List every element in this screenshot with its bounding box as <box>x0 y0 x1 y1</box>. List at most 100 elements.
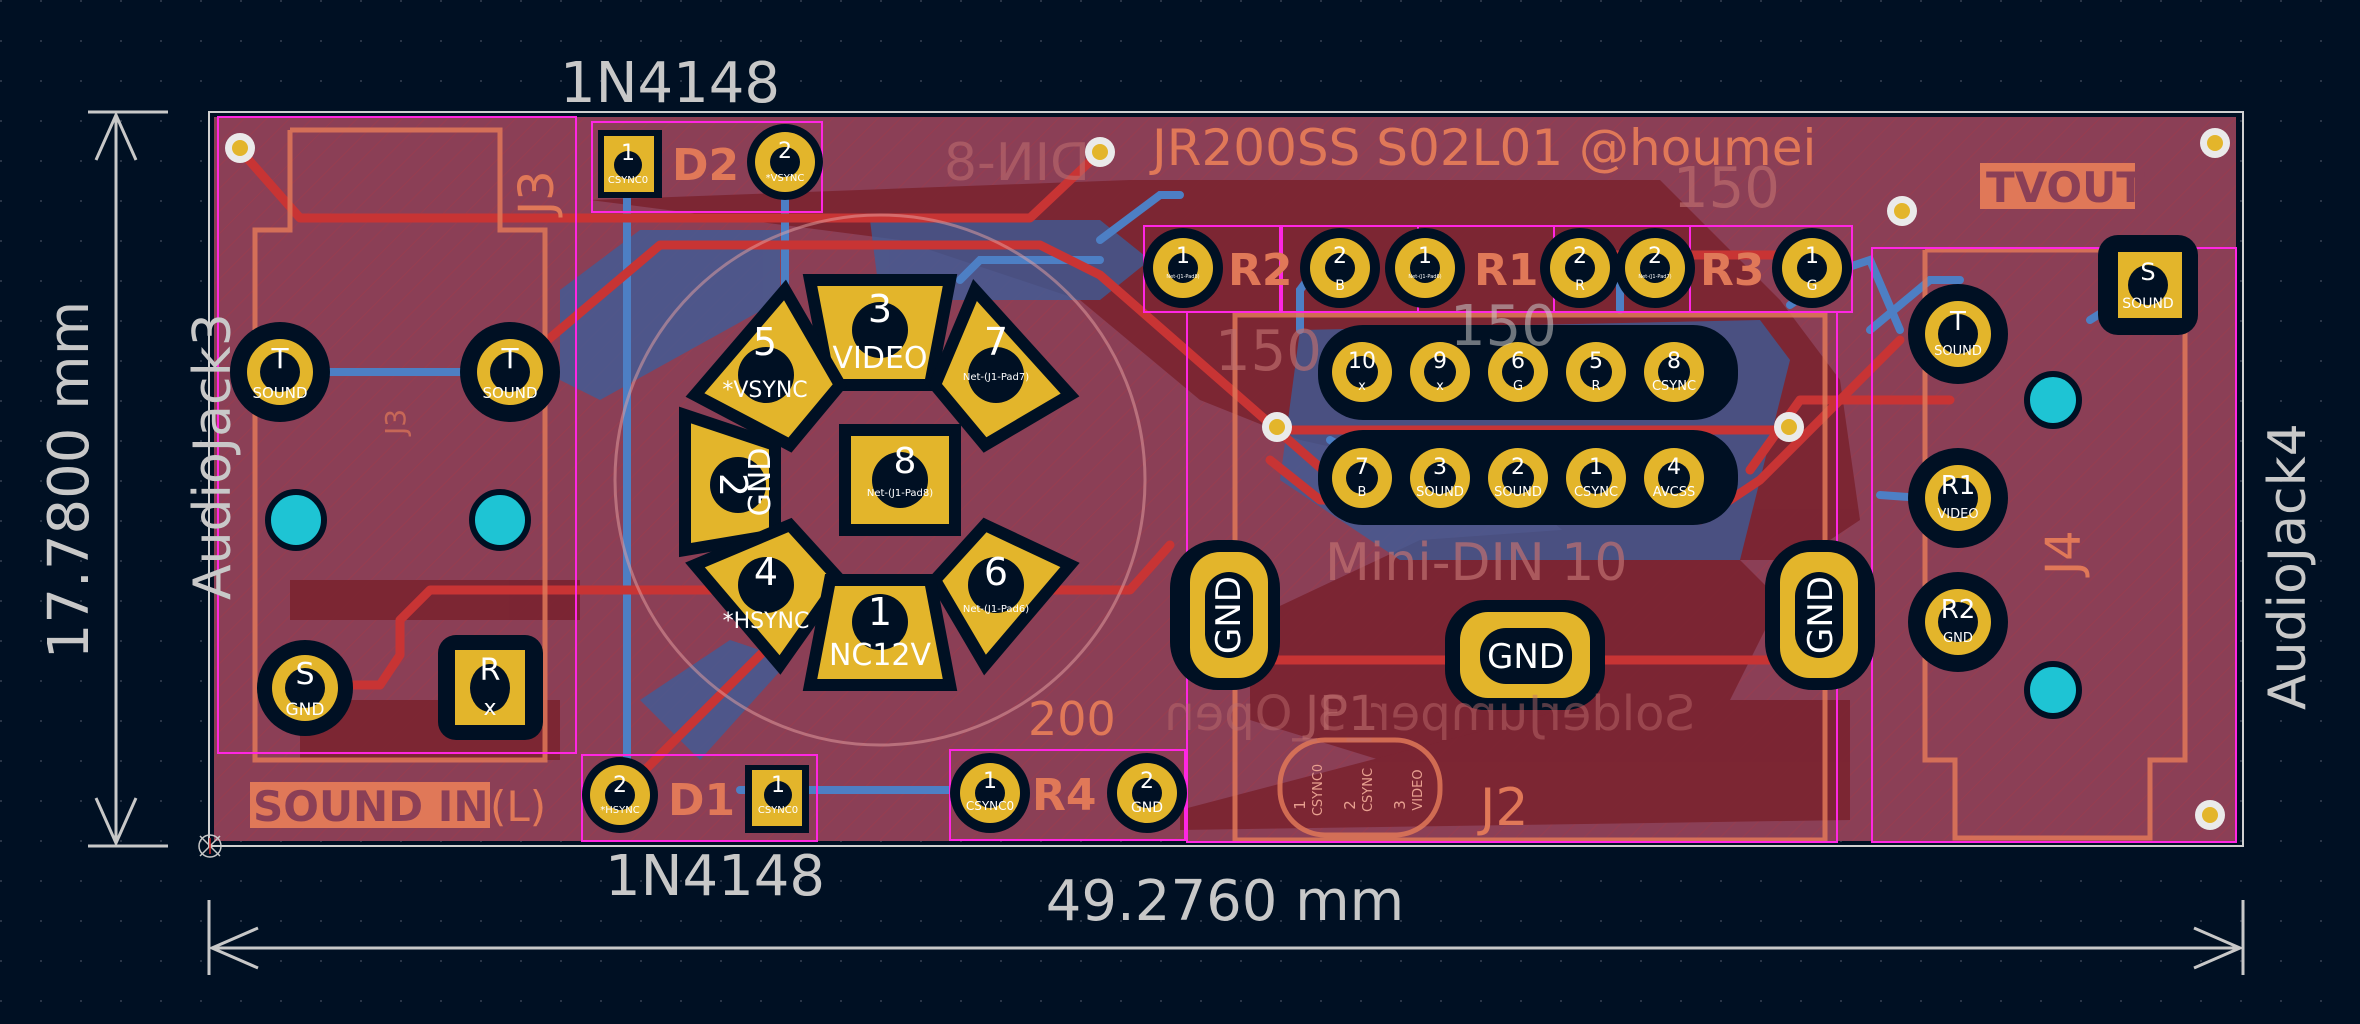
board-title: JR200SS S02L01 @houmei <box>1149 119 1816 177</box>
j2-pad-7[interactable]: 7B <box>1332 448 1392 508</box>
d2-pad-1[interactable] <box>598 130 662 198</box>
j4-pad-s-num: S <box>2140 258 2155 286</box>
via <box>2200 128 2230 158</box>
j1-pad-1-net: NC12V <box>829 638 932 673</box>
d1-pad-1-net: CSYNC0 <box>758 805 798 816</box>
j2-pad-10[interactable]: 10x <box>1332 342 1392 402</box>
r3-pad-1[interactable] <box>1772 228 1852 308</box>
d1-pad-2[interactable] <box>582 757 658 833</box>
j3-pad-s-net: GND <box>286 700 325 720</box>
via <box>1887 196 1917 226</box>
j3-pad-t1[interactable] <box>230 322 330 422</box>
j1-pad-3-net: VIDEO <box>832 341 927 376</box>
j4-pad-r1[interactable] <box>1908 448 2008 548</box>
j4-pad-t[interactable] <box>1908 284 2008 384</box>
j3-pad-s[interactable] <box>257 640 353 736</box>
solder-jumper-label: SolderJumper_3_Open <box>1164 686 1695 742</box>
sound-in-label: SOUND IN <box>253 782 488 831</box>
j4-pad-r2[interactable] <box>1908 572 2008 672</box>
d2-pad-1-num: 1 <box>621 141 635 166</box>
r2-pad-2[interactable] <box>1300 228 1380 308</box>
j1-din8-connector <box>679 274 1080 691</box>
j4-pad-r1-net: VIDEO <box>1937 507 1978 522</box>
j3-ref-fab: J3 <box>379 409 412 437</box>
din8-mirror-label: DIN-8 <box>944 133 1090 193</box>
j3-pad-t1-net: SOUND <box>252 384 307 402</box>
j1-pad-2-net: GND <box>743 448 778 517</box>
r1-pad-1[interactable] <box>1385 228 1465 308</box>
vias <box>225 128 2230 830</box>
r1-value: 150 <box>1450 294 1557 359</box>
r2-pad-2-num: 2 <box>1333 244 1347 269</box>
j4-npth-hole-1 <box>2024 371 2082 429</box>
j3-pad-t2[interactable] <box>460 322 560 422</box>
j1-pad-7-net: Net-(J1-Pad7) <box>963 372 1029 383</box>
j2-pad-num: 8 <box>1667 349 1681 374</box>
j1-pad-8-num: 8 <box>894 441 917 482</box>
j2-pad-5[interactable]: 5R <box>1566 342 1626 402</box>
dimension-horizontal <box>207 900 2245 975</box>
r1-pad-2-num: 2 <box>1573 244 1587 269</box>
j4-pad-t-num: T <box>1949 307 1966 337</box>
j2-shield-pad-center[interactable] <box>1445 600 1605 710</box>
j2-shield-pad-left[interactable] <box>1170 540 1280 690</box>
d1-pad-1[interactable] <box>745 765 809 833</box>
r4-pad-1-net: CSYNC0 <box>966 799 1014 813</box>
sound-in-suffix: (L) <box>490 782 546 831</box>
j2-shield-right-label: GND <box>1801 576 1841 654</box>
j3-value: AudioJack3 <box>183 313 243 600</box>
j2-pad-num: 1 <box>1589 455 1603 480</box>
r3-value: 150 <box>1673 156 1780 221</box>
r2-pad-2-net: B <box>1335 278 1345 294</box>
j2-pad-net: x <box>1436 379 1444 394</box>
r2-pad-1[interactable] <box>1143 228 1223 308</box>
j1-pad-2-num: 2 <box>711 473 755 497</box>
j2-pad-num: 6 <box>1511 349 1525 374</box>
j4-pad-s[interactable] <box>2098 235 2198 335</box>
jp1-label: JP1 <box>1302 686 1379 742</box>
j2-shield-pad-right[interactable] <box>1765 540 1875 690</box>
r3-pad-2[interactable] <box>1615 228 1695 308</box>
r1-pad-1-num: 1 <box>1418 244 1432 269</box>
d2-ref: D2 <box>672 140 739 191</box>
j2-ref: J2 <box>1477 778 1528 838</box>
origin-marker <box>198 834 222 858</box>
r1-pad-2[interactable] <box>1540 228 1620 308</box>
j2-pad-num: 9 <box>1433 349 1447 374</box>
r4-value: 200 <box>1028 692 1116 746</box>
d1-pad-2-net: *HSYNC <box>600 805 639 816</box>
j2-pad-net: x <box>1358 379 1366 394</box>
j3-pad-s-num: S <box>295 657 314 692</box>
j2-shield-center-label: GND <box>1487 637 1565 677</box>
j1-pad-4-num: 4 <box>754 550 778 594</box>
tvout-label: TVOUT <box>1986 163 2145 212</box>
d2-pad-2-num: 2 <box>778 139 792 164</box>
r4-pad-2[interactable] <box>1107 753 1187 833</box>
j4-npth-hole-2 <box>2024 661 2082 719</box>
j2-pad-9[interactable]: 9x <box>1410 342 1470 402</box>
j3-pad-r[interactable] <box>438 635 543 740</box>
mini-din-label: Mini-DIN 10 <box>1325 533 1627 593</box>
r4-pad-2-net: GND <box>1131 800 1163 816</box>
via <box>1774 412 1804 442</box>
r4-pad-1[interactable] <box>950 753 1030 833</box>
j2-pad-net: CSYNC <box>1652 379 1696 394</box>
jp1-pad-2-net: CSYNC <box>1361 768 1376 812</box>
r3-pad-2-net: Net-(J1-Pad7) <box>1638 274 1671 280</box>
d2-pad-2[interactable] <box>747 124 823 200</box>
via <box>2195 800 2225 830</box>
j2-pad-6[interactable]: 6G <box>1488 342 1548 402</box>
jp1-pad-2-num: 2 <box>1341 800 1359 810</box>
jp1-pad-1-num: 1 <box>1291 800 1309 810</box>
j2-pad-num: 7 <box>1355 455 1369 480</box>
j3-pad-t2-net: SOUND <box>482 384 537 402</box>
j2-pad-net: SOUND <box>1494 485 1542 500</box>
